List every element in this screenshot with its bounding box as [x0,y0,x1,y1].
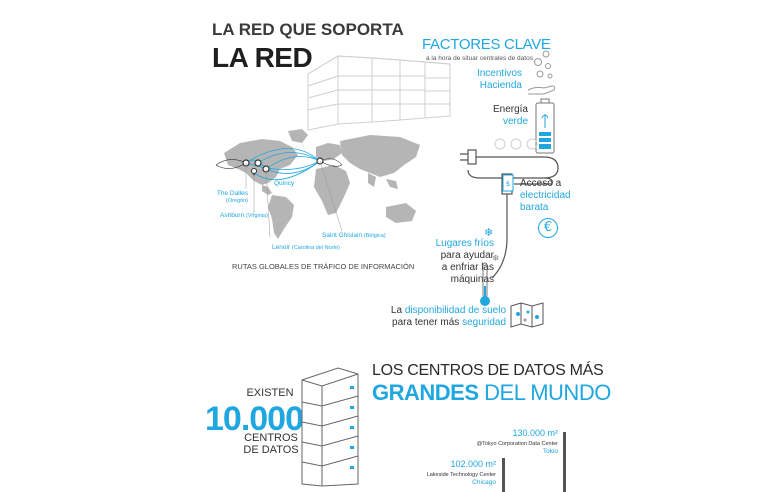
coins-hand-icon [527,50,556,95]
existen-label: EXISTEN [246,387,294,399]
page-title-line1: LA RED QUE SOPORTA [212,20,404,39]
stat-bar-chicago [502,458,505,492]
factor-acceso: Acceso a electricidad barata [520,178,571,213]
location-ashburn: Ashburn (Virginia) [220,212,268,219]
server-rack-illustration [301,367,359,487]
stat-bar-tokyo [563,432,566,492]
largest-datacenters-heading-line1: LOS CENTROS DE DATOS MÁS [372,362,604,379]
location-quincy: Quincy [274,180,295,187]
snowflake-icon: ❄ [484,226,494,239]
stat-tokyo: 130.000 m² @Tokyo Corporation Data Cente… [476,428,558,455]
page-title-line2: LA RED [212,42,313,73]
factor-energia: Energía verde [492,104,528,127]
outlet-icon: $ [502,174,514,192]
stat-chicago: 102.000 m² Lakeside Technology Center Ch… [426,459,496,486]
largest-datacenters-heading-line2: GRANDES DEL MUNDO [372,380,611,405]
folded-map-icon [510,302,544,328]
factor-suelo: La disponibilidad de suelo para tener má… [390,305,506,328]
svg-text:$: $ [506,180,510,188]
world-map [215,129,420,239]
snowflake-icon-small: ❄ [492,254,500,264]
server-racks-illustration [307,55,451,131]
centros-label: CENTROS DE DATOS [243,432,299,456]
factors-subtitle: a la hora de situar centrales de datos [426,55,533,62]
euro-icon: € [538,218,558,238]
location-dalles: The Dalles (Oregón) [216,190,248,204]
thermometer-icon [480,262,490,306]
location-lenoir: Lenoir (Carolina del Norte) [272,244,340,251]
datacenter-count: 10.000 [205,400,304,438]
factor-incentivos: Incentivos Hacienda [476,68,522,91]
location-ghislain: Saint Ghislain (Bélgica) [322,232,386,239]
factors-title: FACTORES CLAVE [422,36,551,53]
map-caption: RUTAS GLOBALES DE TRÁFICO DE INFORMACIÓN [232,262,415,271]
factor-frios: Lugares fríos para ayudar a enfriar las … [435,238,494,285]
battery-icon [535,98,555,154]
